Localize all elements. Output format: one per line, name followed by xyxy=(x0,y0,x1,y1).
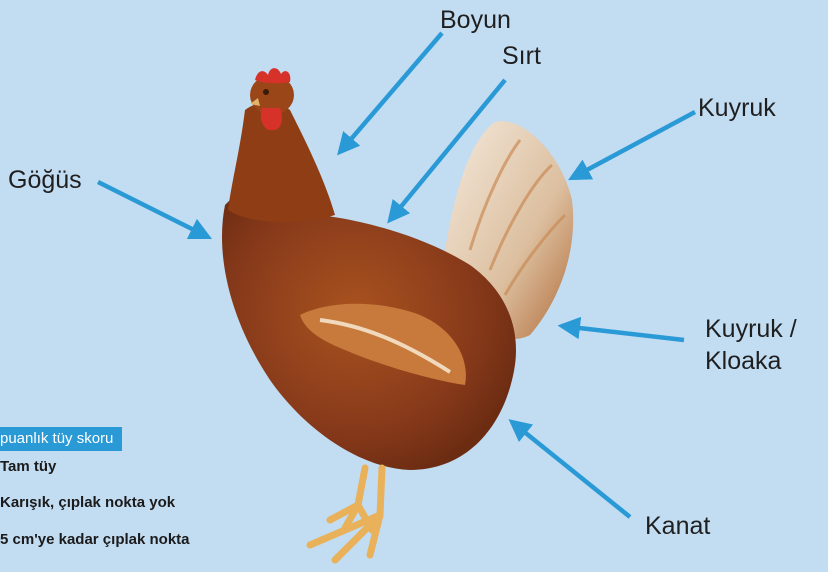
label-boyun: Boyun xyxy=(440,6,511,36)
arrow-kuyruk xyxy=(572,112,695,178)
label-kanat: Kanat xyxy=(645,512,710,542)
hen-comb xyxy=(255,68,290,83)
hen-illustration xyxy=(222,68,573,560)
arrow-kanat xyxy=(512,422,630,517)
legend-item-2: Karışık, çıplak nokta yok xyxy=(0,494,175,512)
hen-eye xyxy=(263,89,269,95)
arrow-gogus xyxy=(98,182,208,237)
label-kuyruk-kloaka-2: Kloaka xyxy=(705,347,781,377)
label-gogus: Göğüs xyxy=(8,166,82,196)
legend-item-3: 5 cm'ye kadar çıplak nokta xyxy=(0,531,190,549)
label-kuyruk: Kuyruk xyxy=(698,94,776,124)
legend-item-1: Tam tüy xyxy=(0,458,56,476)
label-kuyruk-kloaka-1: Kuyruk / xyxy=(705,315,797,345)
arrow-boyun xyxy=(340,33,442,152)
legend-title: puanlık tüy skoru xyxy=(0,427,122,451)
label-sirt: Sırt xyxy=(502,42,541,72)
arrow-kuyruk-kloaka xyxy=(562,326,684,340)
